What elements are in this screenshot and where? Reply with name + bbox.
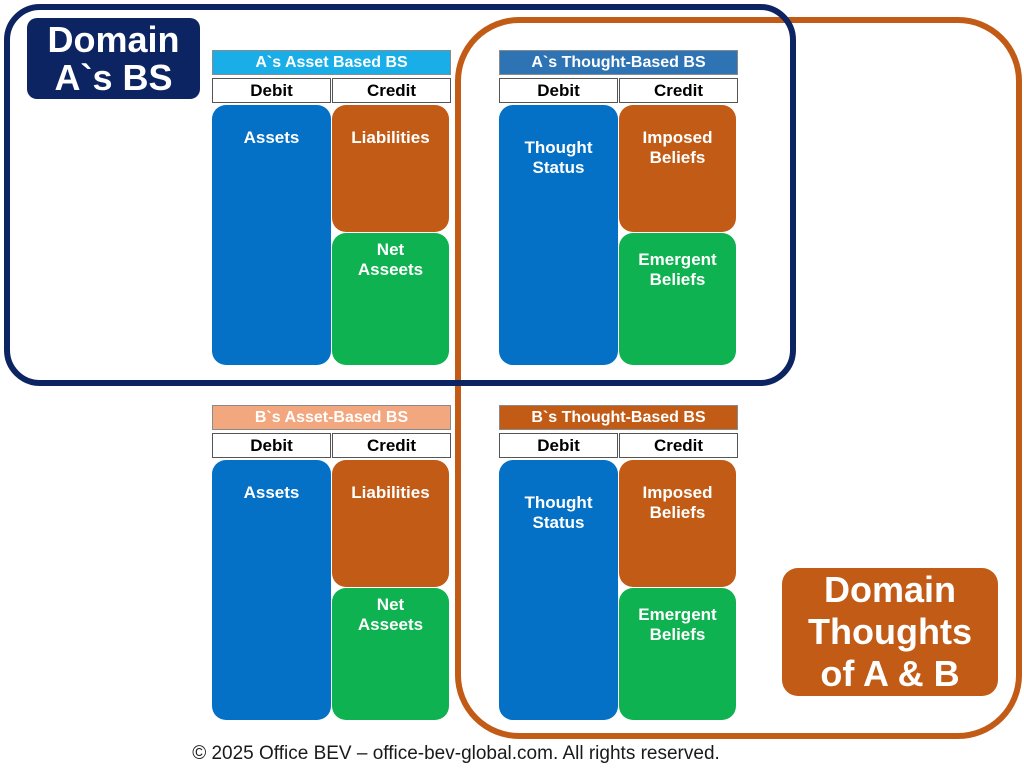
imposed-beliefs-block: Imposed Beliefs <box>619 460 736 587</box>
assets-block: Assets <box>212 105 331 365</box>
b-asset-based-bs: B`s Asset-Based BS Debit Credit Assets L… <box>212 405 451 720</box>
liabilities-block: Liabilities <box>332 105 449 232</box>
bs-title: A`s Thought-Based BS <box>499 50 738 75</box>
bs-title: B`s Asset-Based BS <box>212 405 451 430</box>
debit-header: Debit <box>212 433 331 458</box>
domain-a-bs-frame <box>4 4 796 386</box>
credit-header: Credit <box>332 433 451 458</box>
debit-header: Debit <box>212 78 331 103</box>
credit-header: Credit <box>332 78 451 103</box>
credit-header: Credit <box>619 78 738 103</box>
net-assets-block: Net Asseets <box>332 233 449 365</box>
b-thought-based-bs: B`s Thought-Based BS Debit Credit Though… <box>499 405 738 720</box>
emergent-beliefs-block: Emergent Beliefs <box>619 233 736 365</box>
liabilities-block: Liabilities <box>332 460 449 587</box>
assets-block: Assets <box>212 460 331 720</box>
debit-header: Debit <box>499 78 618 103</box>
net-assets-block: Net Asseets <box>332 588 449 720</box>
a-asset-based-bs: A`s Asset Based BS Debit Credit Assets L… <box>212 50 451 365</box>
bs-title: B`s Thought-Based BS <box>499 405 738 430</box>
credit-header: Credit <box>619 433 738 458</box>
imposed-beliefs-block: Imposed Beliefs <box>619 105 736 232</box>
copyright-footer: © 2025 Office BEV – office-bev-global.co… <box>192 743 720 764</box>
domain-a-bs-label: Domain A`s BS <box>27 18 200 99</box>
thought-status-block: Thought Status <box>499 460 618 720</box>
debit-header: Debit <box>499 433 618 458</box>
thought-status-block: Thought Status <box>499 105 618 365</box>
a-thought-based-bs: A`s Thought-Based BS Debit Credit Though… <box>499 50 738 365</box>
domain-thoughts-label: Domain Thoughts of A & B <box>782 568 998 696</box>
domain-thoughts-frame <box>455 17 1022 739</box>
emergent-beliefs-block: Emergent Beliefs <box>619 588 736 720</box>
bs-title: A`s Asset Based BS <box>212 50 451 75</box>
